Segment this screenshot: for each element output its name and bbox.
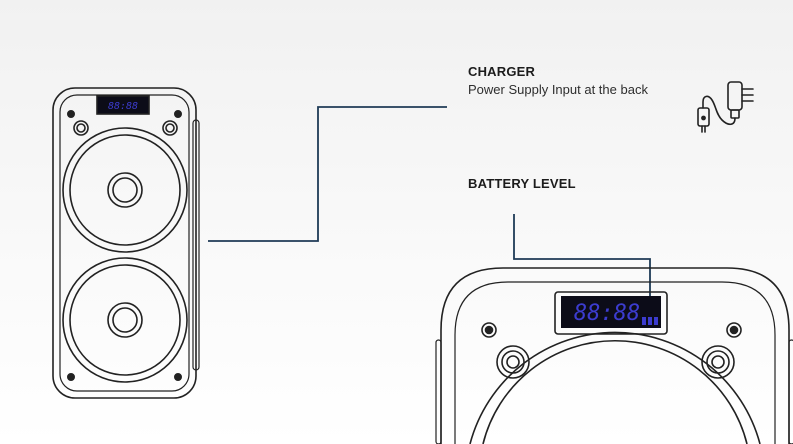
speaker-body-inner	[59, 94, 190, 392]
large-speaker-inner	[454, 281, 776, 444]
large-display-digits: 88:88	[574, 301, 640, 326]
screw	[67, 372, 76, 381]
screw	[174, 372, 183, 381]
battery-heading: BATTERY LEVEL	[468, 176, 576, 191]
knob-left-large	[496, 345, 530, 379]
large-speaker-outer	[440, 267, 790, 444]
knob-left	[73, 120, 89, 136]
screw	[67, 110, 76, 119]
charger-heading: CHARGER	[468, 64, 536, 79]
large-display-frame	[554, 291, 668, 335]
speaker-body-outer	[52, 87, 197, 399]
small-display	[96, 95, 150, 115]
screw	[174, 110, 183, 119]
charger-description: Power Supply Input at the back	[468, 82, 648, 97]
speaker-front-large	[435, 267, 793, 444]
woofer-upper	[62, 127, 188, 253]
screw	[729, 325, 739, 335]
large-woofer	[469, 331, 761, 444]
charger-callout-line	[208, 106, 447, 242]
speaker-side-rail	[192, 119, 200, 371]
speaker-front-small	[52, 87, 200, 399]
battery-level-icon	[642, 317, 658, 325]
knob-right-large	[701, 345, 735, 379]
knob-right	[162, 120, 178, 136]
power-adapter-icon	[697, 81, 754, 133]
small-display-digits: 88:88	[108, 101, 138, 112]
woofer-lower	[62, 257, 188, 383]
screw	[484, 325, 494, 335]
battery-callout-line	[513, 214, 651, 318]
